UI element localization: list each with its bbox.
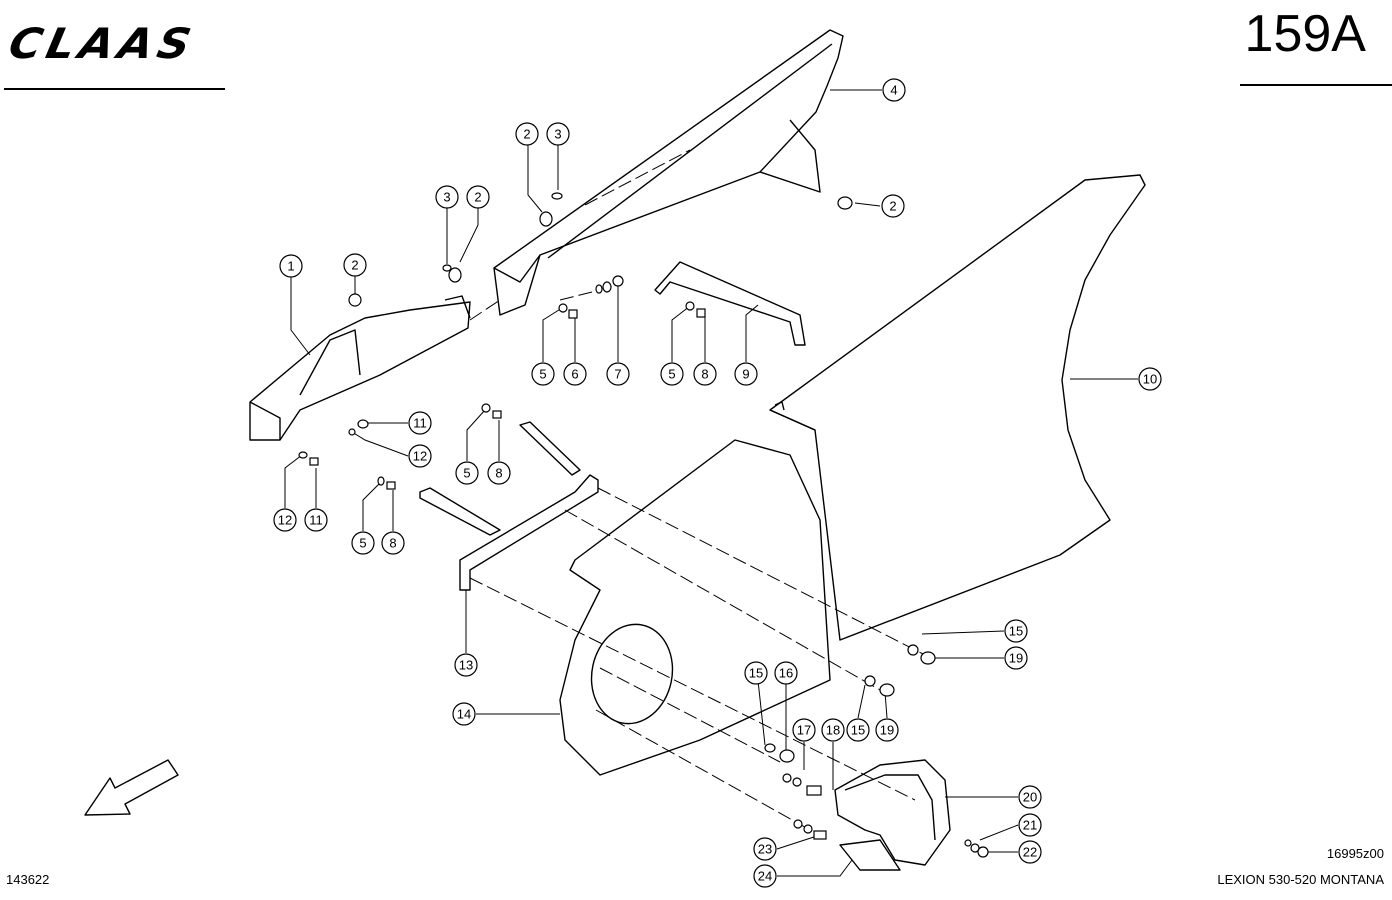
svg-text:24: 24	[758, 869, 772, 884]
direction-arrow-icon	[84, 759, 179, 816]
svg-text:2: 2	[474, 190, 481, 205]
svg-text:19: 19	[880, 723, 894, 738]
svg-text:11: 11	[309, 513, 323, 528]
callout-19: 19	[1004, 646, 1028, 670]
svg-text:21: 21	[1023, 818, 1037, 833]
svg-text:22: 22	[1023, 845, 1037, 860]
callout-23: 23	[753, 837, 777, 861]
callout-17: 17	[792, 718, 816, 742]
part-14-lower-panel	[559, 439, 831, 776]
svg-text:23: 23	[758, 842, 772, 857]
svg-text:12: 12	[413, 449, 427, 464]
callout-4: 4	[882, 78, 906, 102]
svg-text:2: 2	[351, 258, 358, 273]
callout-2: 2	[515, 122, 539, 146]
svg-text:18: 18	[826, 723, 840, 738]
callout-22: 22	[1018, 840, 1042, 864]
svg-text:12: 12	[278, 513, 292, 528]
callout-7: 7	[606, 362, 630, 386]
svg-text:3: 3	[554, 127, 561, 142]
callout-11: 11	[408, 411, 432, 435]
svg-text:15: 15	[749, 666, 763, 681]
svg-text:17: 17	[797, 723, 811, 738]
page-code-divider	[1240, 84, 1392, 86]
svg-text:15: 15	[851, 723, 865, 738]
callout-18: 18	[821, 718, 845, 742]
callout-8: 8	[381, 531, 405, 555]
callout-24: 24	[753, 864, 777, 888]
svg-text:20: 20	[1023, 790, 1037, 805]
svg-text:13: 13	[459, 658, 473, 673]
svg-text:15: 15	[1009, 624, 1023, 639]
part-4-shield	[493, 29, 844, 316]
callout-2: 2	[343, 253, 367, 277]
callout-5: 5	[455, 461, 479, 485]
svg-text:19: 19	[1009, 651, 1023, 666]
callout-19: 19	[875, 718, 899, 742]
svg-text:4: 4	[890, 83, 897, 98]
callout-13: 13	[454, 653, 478, 677]
callout-5: 5	[660, 362, 684, 386]
svg-text:16: 16	[779, 666, 793, 681]
figure-number: 16995z00	[1326, 846, 1384, 861]
svg-text:2: 2	[523, 127, 530, 142]
callout-15: 15	[744, 661, 768, 685]
part-20-guard	[834, 759, 951, 871]
svg-text:5: 5	[359, 536, 366, 551]
callout-15: 15	[846, 718, 870, 742]
part-10-side-panel	[769, 174, 1146, 641]
callout-20: 20	[1018, 785, 1042, 809]
callout-1: 1	[279, 254, 303, 278]
svg-text:5: 5	[463, 466, 470, 481]
drawing-number: 143622	[6, 872, 50, 887]
svg-text:14: 14	[457, 707, 471, 722]
svg-text:8: 8	[389, 536, 396, 551]
part-1-bracket	[249, 295, 471, 441]
callout-8: 8	[693, 362, 717, 386]
callout-11: 11	[304, 508, 328, 532]
callout-15: 15	[1004, 619, 1028, 643]
part-9-bracket	[654, 261, 806, 346]
callout-21: 21	[1018, 813, 1042, 837]
callout-6: 6	[563, 362, 587, 386]
callout-5: 5	[351, 531, 375, 555]
callout-10: 10	[1138, 367, 1162, 391]
svg-text:5: 5	[539, 367, 546, 382]
header-divider	[4, 88, 225, 90]
svg-text:1: 1	[287, 259, 294, 274]
callout-12: 12	[408, 444, 432, 468]
svg-text:5: 5	[668, 367, 675, 382]
page-code: 159A	[1244, 5, 1366, 63]
part-13-frame	[419, 421, 599, 591]
callout-2: 2	[881, 194, 905, 218]
callout-9: 9	[734, 362, 758, 386]
svg-text:8: 8	[701, 367, 708, 382]
svg-text:9: 9	[742, 367, 749, 382]
svg-text:10: 10	[1143, 372, 1157, 387]
callout-8: 8	[487, 461, 511, 485]
callout-2: 2	[466, 185, 490, 209]
model-name: LEXION 530-520 MONTANA	[1217, 872, 1384, 887]
callout-3: 3	[435, 185, 459, 209]
callout-3: 3	[546, 122, 570, 146]
svg-text:2: 2	[889, 199, 896, 214]
callout-14: 14	[452, 702, 476, 726]
callout-5: 5	[531, 362, 555, 386]
svg-text:7: 7	[614, 367, 621, 382]
callout-16: 16	[774, 661, 798, 685]
svg-text:6: 6	[571, 367, 578, 382]
svg-text:3: 3	[443, 190, 450, 205]
callout-12: 12	[273, 508, 297, 532]
svg-text:11: 11	[413, 416, 427, 431]
svg-text:8: 8	[495, 466, 502, 481]
